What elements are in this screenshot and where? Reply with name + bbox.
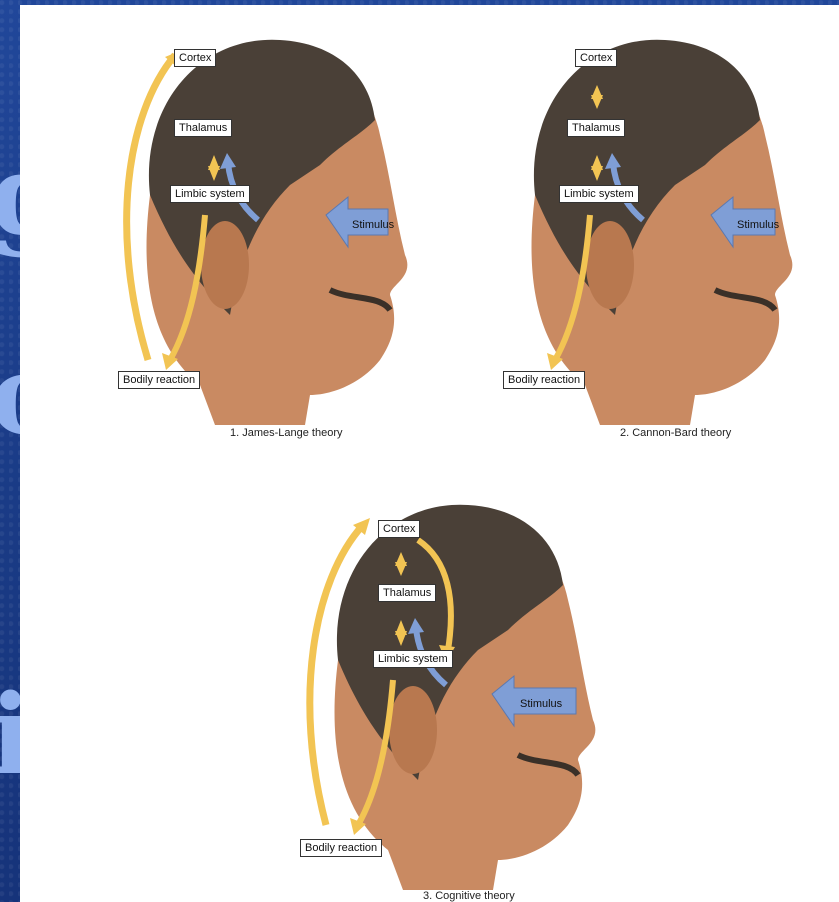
panel-james-lange: Cortex Thalamus Limbic system Stimulus B… [90, 15, 420, 435]
emotion-theories-figure: Cortex Thalamus Limbic system Stimulus B… [20, 5, 839, 902]
yellow-arrow [127, 55, 175, 360]
yellow-arrow [555, 215, 590, 360]
bodily-reaction-label: Bodily reaction [503, 371, 585, 389]
panel-caption: 1. James-Lange theory [230, 427, 343, 439]
cortex-label: Cortex [174, 49, 216, 67]
bodily-reaction-label: Bodily reaction [300, 839, 382, 857]
thalamus-label: Thalamus [567, 119, 625, 137]
limbic-system-label: Limbic system [170, 185, 250, 203]
stimulus-label: Stimulus [352, 219, 394, 231]
limbic-system-label: Limbic system [373, 650, 453, 668]
stimulus-label: Stimulus [520, 698, 562, 710]
thalamus-label: Thalamus [174, 119, 232, 137]
arrows [278, 480, 608, 900]
yellow-arrow [358, 680, 393, 825]
panel-cannon-bard: Cortex Thalamus Limbic system Stimulus B… [475, 15, 805, 435]
yellow-arrow [310, 525, 363, 825]
panel-caption: 3. Cognitive theory [423, 890, 515, 902]
limbic-system-label: Limbic system [559, 185, 639, 203]
thalamus-label: Thalamus [378, 584, 436, 602]
stimulus-label: Stimulus [737, 219, 779, 231]
panel-caption: 2. Cannon-Bard theory [620, 427, 731, 439]
yellow-arrow [170, 215, 205, 360]
cortex-label: Cortex [378, 520, 420, 538]
cortex-label: Cortex [575, 49, 617, 67]
panel-cognitive: Cortex Thalamus Limbic system Stimulus B… [278, 480, 608, 902]
bodily-reaction-label: Bodily reaction [118, 371, 200, 389]
